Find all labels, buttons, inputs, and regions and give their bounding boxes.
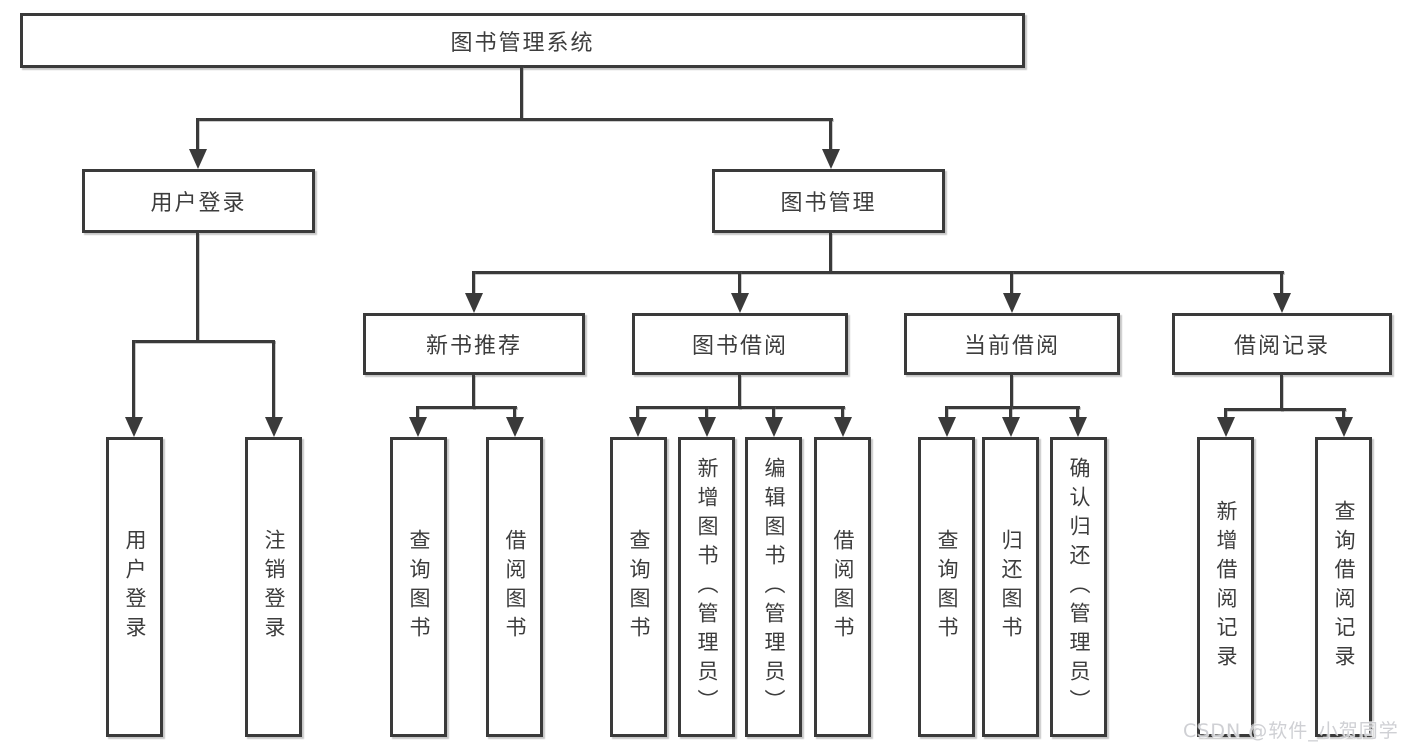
- node-label: 借阅图书: [503, 529, 527, 645]
- node-label: 图书管理: [780, 191, 877, 216]
- leaf-query-borrow-record: 查询借阅记录: [1315, 437, 1372, 737]
- connector-to-leaf: [841, 406, 844, 420]
- leaf-borrow-books: 借阅图书: [814, 437, 871, 737]
- connector-to-leaf: [1076, 406, 1079, 420]
- connector-to-leaf: [513, 406, 516, 420]
- connector-to-leaf: [945, 406, 948, 420]
- node-label: 用户登录: [123, 529, 147, 645]
- leaf-query-books-recommend: 查询图书: [390, 437, 447, 737]
- node-root: 图书管理系统: [20, 13, 1025, 68]
- connector-current-borrow-stub: [1010, 375, 1013, 409]
- node-current-borrow: 当前借阅: [904, 313, 1120, 375]
- connector-current-borrow-branch: [945, 406, 1080, 409]
- connector-to-new-book: [472, 271, 475, 296]
- node-user-login: 用户登录: [82, 169, 315, 233]
- leaf-edit-books-admin: 编辑图书（管理员）: [745, 437, 802, 737]
- node-label: 编辑图书（管理员）: [762, 456, 786, 718]
- connector-level2-branch: [196, 118, 833, 121]
- arrow-down-icon: [265, 417, 283, 437]
- node-label: 查询图书: [627, 529, 651, 645]
- connector-book-borrow-branch: [636, 406, 845, 409]
- arrow-down-icon: [1217, 417, 1235, 437]
- node-label: 新增借阅记录: [1214, 500, 1238, 674]
- connector-new-book-stub: [472, 375, 475, 409]
- node-label: 借阅记录: [1233, 334, 1330, 359]
- node-label: 用户登录: [150, 191, 247, 216]
- arrow-down-icon: [189, 149, 207, 169]
- connector-to-leaf: [772, 406, 775, 420]
- leaf-query-books-borrow: 查询图书: [610, 437, 667, 737]
- connector-to-user-login: [196, 118, 199, 152]
- connector-book-borrow-stub: [738, 375, 741, 409]
- watermark: CSDN @软件_小贺同学: [1183, 720, 1399, 742]
- arrow-down-icon: [629, 417, 647, 437]
- connector-to-borrow-records: [1280, 271, 1283, 296]
- arrow-down-icon: [938, 417, 956, 437]
- connector-to-leaf: [1009, 406, 1012, 420]
- arrow-down-icon: [409, 417, 427, 437]
- node-borrow-records: 借阅记录: [1172, 313, 1392, 375]
- leaf-add-books-admin: 新增图书（管理员）: [678, 437, 735, 737]
- leaf-confirm-return-admin: 确认归还（管理员）: [1050, 437, 1107, 737]
- connector-to-leaf: [1224, 408, 1227, 420]
- arrow-down-icon: [822, 149, 840, 169]
- connector-to-leaf: [416, 406, 419, 420]
- connector-borrow-records-stub: [1280, 375, 1283, 411]
- leaf-return-books: 归还图书: [982, 437, 1039, 737]
- arrow-down-icon: [1002, 417, 1020, 437]
- connector-to-leaf: [132, 340, 135, 420]
- node-label: 归还图书: [999, 529, 1023, 645]
- node-label: 图书管理系统: [450, 30, 595, 56]
- connector-root-stub: [520, 66, 523, 120]
- arrow-down-icon: [1273, 293, 1291, 313]
- node-label: 查询图书: [407, 529, 431, 645]
- connector-level3-branch: [472, 271, 1284, 274]
- arrow-down-icon: [698, 417, 716, 437]
- arrow-down-icon: [1003, 293, 1021, 313]
- node-label: 图书借阅: [691, 334, 788, 359]
- arrow-down-icon: [465, 293, 483, 313]
- connector-to-book-borrow: [738, 271, 741, 296]
- node-label: 查询图书: [935, 529, 959, 645]
- node-new-book-recommend: 新书推荐: [363, 313, 585, 375]
- arrow-down-icon: [765, 417, 783, 437]
- node-label: 借阅图书: [831, 529, 855, 645]
- node-label: 确认归还（管理员）: [1067, 456, 1091, 718]
- connector-to-current-borrow: [1010, 271, 1013, 296]
- connector-user-login-branch: [132, 340, 275, 343]
- arrow-down-icon: [1069, 417, 1087, 437]
- arrow-down-icon: [1335, 417, 1353, 437]
- connector-to-leaf: [705, 406, 708, 420]
- arrow-down-icon: [125, 417, 143, 437]
- leaf-query-books-current: 查询图书: [918, 437, 975, 737]
- node-label: 当前借阅: [963, 334, 1060, 359]
- connector-to-leaf: [1342, 408, 1345, 420]
- leaf-borrow-books-recommend: 借阅图书: [486, 437, 543, 737]
- node-label: 注销登录: [262, 529, 286, 645]
- leaf-add-borrow-record: 新增借阅记录: [1197, 437, 1254, 737]
- connector-to-book-management: [829, 118, 832, 152]
- connector-user-login-stub: [196, 233, 199, 342]
- leaf-logout: 注销登录: [245, 437, 302, 737]
- node-label: 查询借阅记录: [1332, 500, 1356, 674]
- connector-book-management-stub: [829, 233, 832, 273]
- node-label: 新增图书（管理员）: [695, 456, 719, 718]
- node-book-management: 图书管理: [712, 169, 945, 233]
- arrow-down-icon: [834, 417, 852, 437]
- node-book-borrow: 图书借阅: [632, 313, 848, 375]
- connector-borrow-records-branch: [1224, 408, 1346, 411]
- node-label: 新书推荐: [425, 334, 522, 359]
- arrow-down-icon: [731, 293, 749, 313]
- connector-new-book-branch: [416, 406, 517, 409]
- connector-to-leaf: [636, 406, 639, 420]
- connector-to-leaf: [272, 340, 275, 420]
- leaf-user-login: 用户登录: [106, 437, 163, 737]
- arrow-down-icon: [506, 417, 524, 437]
